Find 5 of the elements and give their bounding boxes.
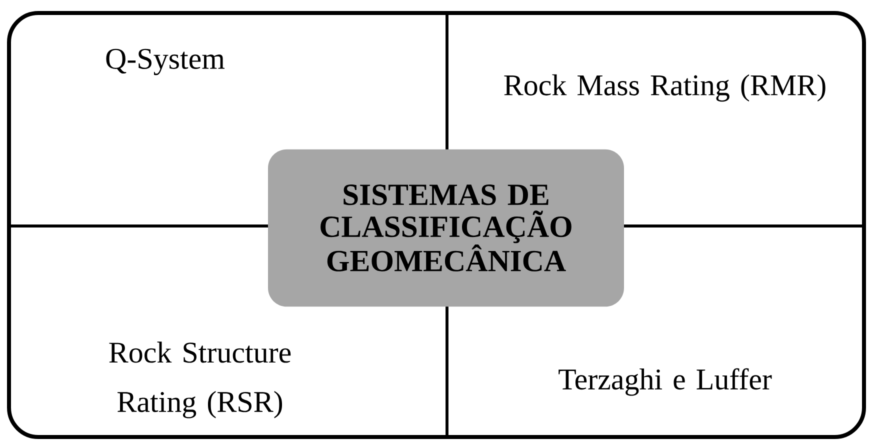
- quadrant-label: Q-System: [106, 48, 225, 76]
- quadrant-label: Terzaghi e Luffer: [558, 368, 772, 396]
- quadrant-label: Rock Mass Rating (RMR): [504, 74, 826, 102]
- title-box: SISTEMAS DE CLASSIFICAÇÃO GEOMECÂNICA: [268, 149, 624, 307]
- quadrant-label: Rock Structure Rating (RSR): [109, 342, 291, 418]
